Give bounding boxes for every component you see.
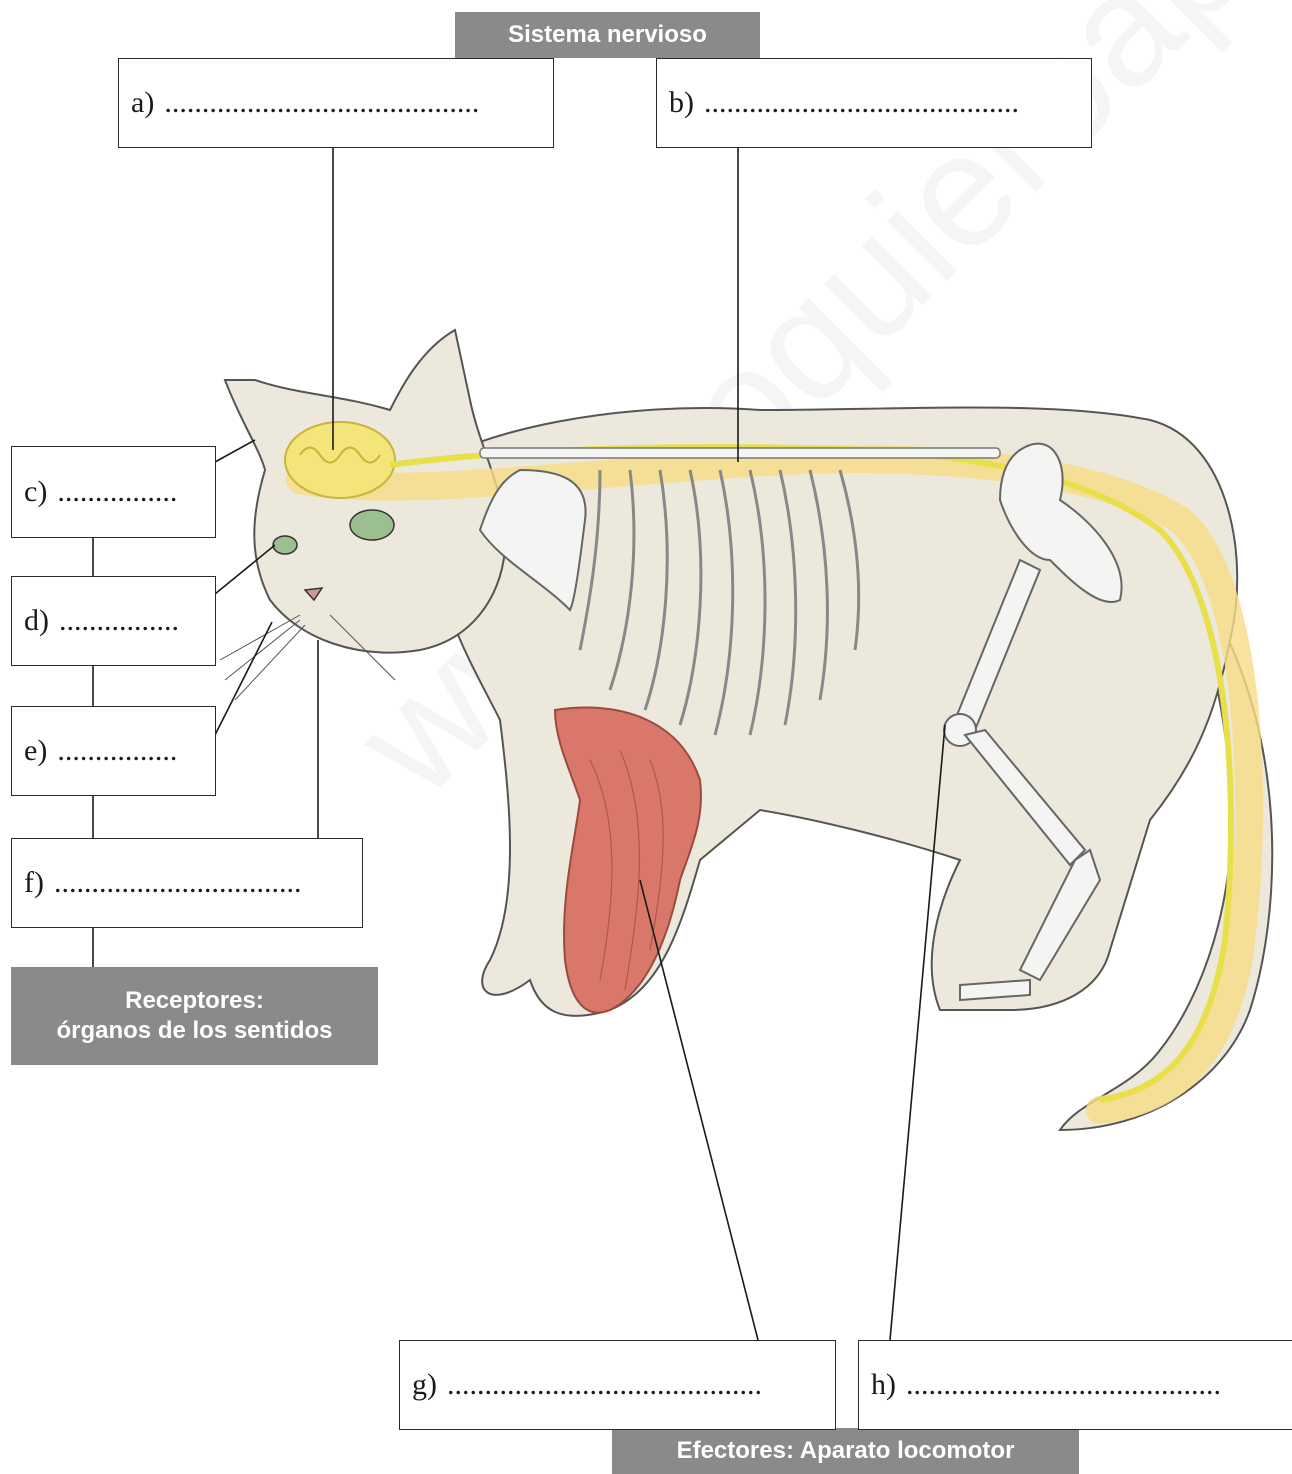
label-box-g[interactable]: g) .....................................…: [399, 1340, 836, 1430]
label-blank-h: ........................................…: [906, 1368, 1221, 1402]
label-letter-h: h): [871, 1368, 896, 1402]
front-leg-muscle: [555, 708, 701, 1013]
label-box-h[interactable]: h) .....................................…: [858, 1340, 1292, 1430]
label-box-d[interactable]: d) ................: [11, 576, 216, 666]
brain: [285, 422, 395, 498]
label-blank-d: ................: [59, 604, 179, 638]
label-box-e[interactable]: e) ................: [11, 706, 216, 796]
label-blank-b: ........................................…: [704, 86, 1019, 120]
header-sistema-nervioso: Sistema nervioso: [455, 12, 760, 58]
vertebrae: [480, 448, 1000, 458]
label-box-a[interactable]: a) .....................................…: [118, 58, 554, 148]
label-box-b[interactable]: b) .....................................…: [656, 58, 1092, 148]
label-letter-g: g): [412, 1368, 437, 1402]
label-blank-g: ........................................…: [447, 1368, 762, 1402]
header-efectores: Efectores: Aparato locomotor: [612, 1428, 1079, 1474]
label-letter-d: d): [24, 604, 49, 638]
label-blank-a: ........................................…: [164, 86, 479, 120]
label-blank-f: .................................: [54, 866, 302, 900]
label-letter-e: e): [24, 734, 47, 768]
label-blank-e: ................: [57, 734, 177, 768]
label-blank-c: ................: [57, 475, 177, 509]
label-letter-f: f): [24, 866, 44, 900]
label-box-f[interactable]: f) .................................: [11, 838, 363, 928]
label-letter-c: c): [24, 475, 47, 509]
header-receptores: Receptores: órganos de los sentidos: [11, 967, 378, 1065]
label-box-c[interactable]: c) ................: [11, 446, 216, 538]
label-letter-a: a): [131, 86, 154, 120]
label-letter-b: b): [669, 86, 694, 120]
